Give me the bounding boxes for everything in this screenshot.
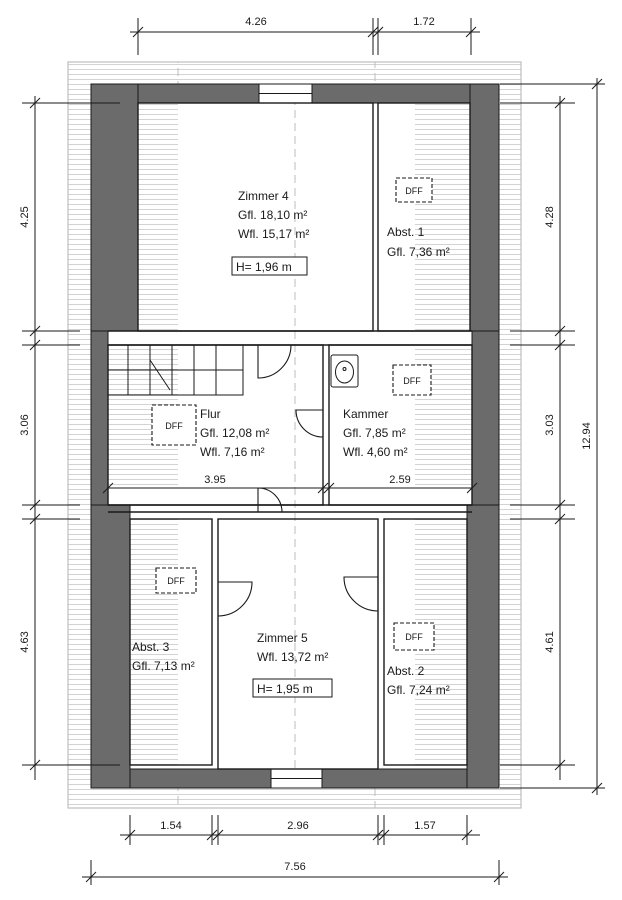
dimension-lines: [22, 18, 605, 885]
dim-label: 1.54: [160, 820, 181, 832]
room-name: Zimmer 4: [238, 189, 289, 203]
staircase: [107, 344, 244, 396]
dff-label: DFF: [405, 632, 423, 642]
dim-label: 4.25: [19, 206, 31, 227]
dim-label: 2.59: [389, 474, 410, 486]
dff-label: DFF: [167, 576, 185, 586]
dim-label: 4.28: [544, 206, 556, 227]
room-gfl: Gfl. 18,10 m²: [238, 208, 307, 222]
dff-label: DFF: [403, 376, 421, 386]
room-name: Abst. 1: [387, 225, 425, 239]
dim-label: 4.61: [544, 631, 556, 652]
room-gfl: Gfl. 12,08 m²: [200, 426, 269, 440]
room-name: Abst. 2: [387, 664, 425, 678]
dim-label: 4.63: [19, 631, 31, 652]
dim-label: 12.94: [581, 422, 593, 450]
room-wfl: Wfl. 13,72 m²: [257, 650, 328, 664]
dim-label: 7.56: [284, 861, 305, 873]
dim-label: 3.06: [19, 414, 31, 435]
room-height: H= 1,95 m: [257, 682, 313, 696]
dim-label: 3.95: [204, 474, 225, 486]
dff-label: DFF: [405, 186, 423, 196]
room-wfl: Wfl. 15,17 m²: [238, 227, 309, 241]
doors: [217, 344, 379, 617]
dff-label: DFF: [165, 421, 183, 431]
room-gfl: Gfl. 7,85 m²: [343, 426, 406, 440]
room-labels: Zimmer 4 Gfl. 18,10 m² Wfl. 15,17 m² H= …: [132, 189, 450, 698]
room-gfl: Gfl. 7,24 m²: [387, 683, 450, 697]
room-name: Flur: [200, 407, 221, 421]
room-name: Abst. 3: [132, 640, 170, 654]
dim-label: 3.03: [544, 414, 556, 435]
dim-label: 1.72: [413, 16, 434, 28]
windows: [258, 83, 323, 789]
height-box: [231, 256, 308, 276]
room-gfl: Gfl. 7,13 m²: [132, 659, 195, 673]
exterior-walls: [90, 83, 500, 789]
roof-windows: [151, 177, 435, 651]
room-wfl: Wfl. 7,16 m²: [200, 445, 265, 459]
dimension-labels: 4.26 1.72 4.25 3.06 4.63 4.28 3.03 4.61 …: [19, 16, 593, 873]
room-gfl: Gfl. 7,36 m²: [387, 245, 450, 259]
room-name: Zimmer 5: [257, 631, 308, 645]
room-height: H= 1,96 m: [236, 260, 292, 274]
height-box: [252, 678, 333, 698]
interior-walls: [107, 102, 473, 770]
sink: [330, 354, 359, 388]
dim-label: 4.26: [245, 16, 266, 28]
room-name: Kammer: [343, 407, 388, 421]
room-wfl: Wfl. 4,60 m²: [343, 445, 408, 459]
dim-label: 1.57: [414, 820, 435, 832]
dim-label: 2.96: [287, 820, 308, 832]
